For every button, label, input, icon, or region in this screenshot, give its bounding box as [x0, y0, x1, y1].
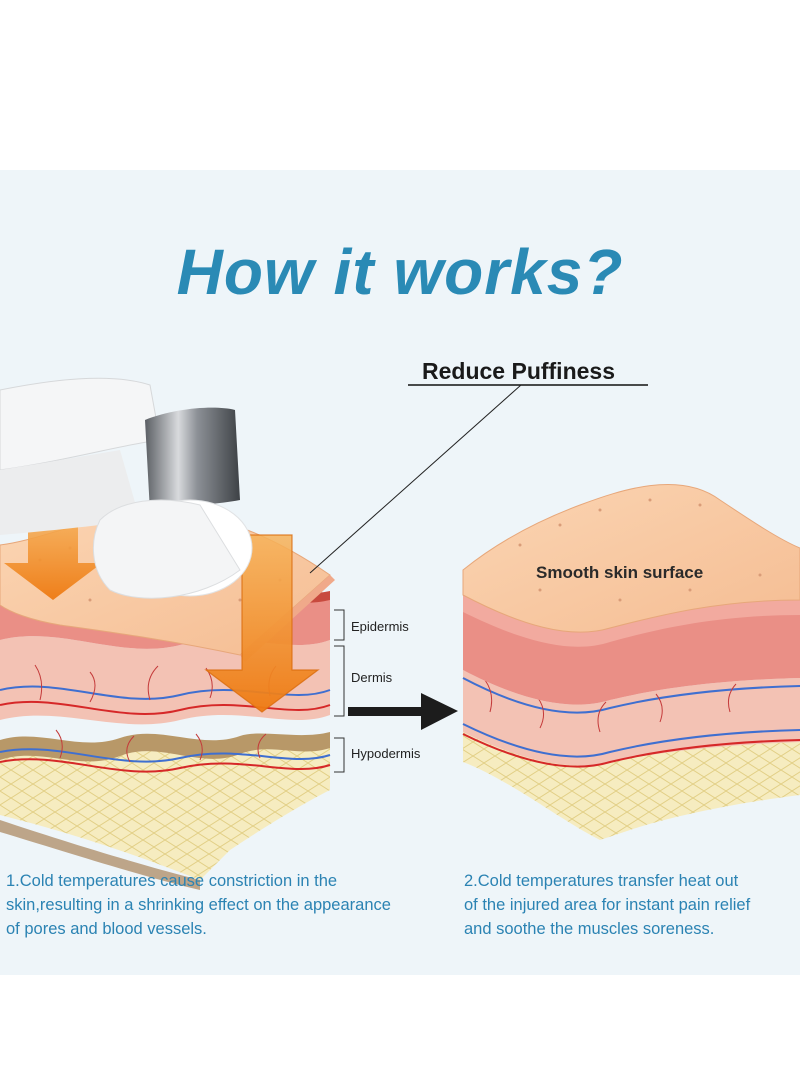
result-label: Smooth skin surface — [536, 563, 704, 582]
caption-step-2-line-1: 2.Cold temperatures transfer heat out — [464, 872, 739, 890]
transition-arrow-icon — [348, 693, 458, 730]
caption-step-2-line-2: of the injured area for instant pain rel… — [464, 896, 751, 914]
right-dermis-layer — [463, 670, 800, 766]
right-skin-block — [462, 483, 800, 840]
roller-handle — [0, 377, 161, 471]
roller-head-icon — [145, 407, 240, 512]
layer-label-epidermis: Epidermis — [351, 619, 409, 634]
left-arrow-large — [206, 535, 318, 712]
left-hypodermis-layer — [0, 745, 330, 880]
caption-step-2-line-3: and soothe the muscles soreness. — [464, 920, 715, 938]
page-title: How it works? — [176, 236, 624, 308]
left-skin-block — [0, 377, 335, 890]
callout-pointer — [309, 384, 522, 574]
caption-step-2: 2.Cold temperatures transfer heat out of… — [464, 869, 800, 941]
right-skin-surface — [462, 483, 800, 633]
right-hypodermis-layer — [463, 730, 800, 840]
layer-brackets — [334, 609, 345, 773]
layer-label-hypodermis: Hypodermis — [351, 746, 421, 761]
callout-label: Reduce Puffiness — [422, 358, 615, 384]
right-epidermis-band — [463, 595, 800, 705]
caption-step-1: 1.Cold temperatures cause constriction i… — [6, 872, 391, 938]
layer-label-dermis: Dermis — [351, 670, 393, 685]
